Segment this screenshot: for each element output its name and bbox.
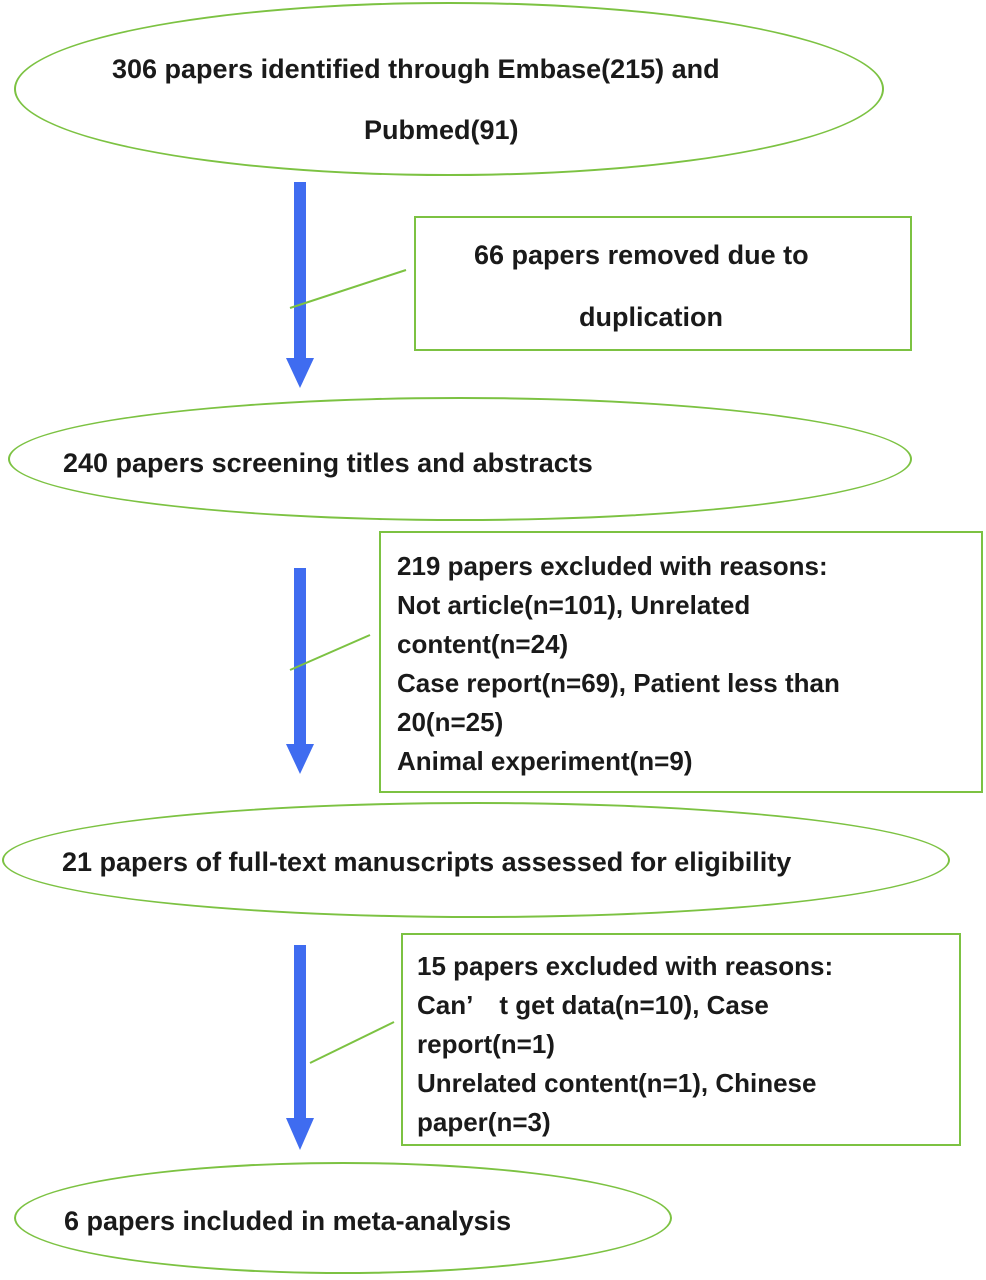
exclusion-2-line: paper(n=3) <box>417 1107 551 1137</box>
exclusion-2-line: report(n=1) <box>417 1029 555 1059</box>
exclusion-2-line: Can’ t get data(n=10), Case <box>417 990 769 1020</box>
connector-line-3 <box>309 1021 395 1064</box>
identified-papers-line1: 306 papers identified through Embase(215… <box>112 54 720 84</box>
identified-papers-node: 306 papers identified through Embase(215… <box>14 2 884 176</box>
exclusion-2-lines: 15 papers excluded with reasons: Can’ t … <box>417 947 833 1142</box>
included-text: 6 papers included in meta-analysis <box>64 1206 512 1236</box>
connector-line-2 <box>289 634 371 671</box>
exclusion-1-lines: 219 papers excluded with reasons: Not ar… <box>397 547 840 781</box>
screening-node: 240 papers screening titles and abstract… <box>8 397 912 521</box>
eligibility-text: 21 papers of full-text manuscripts asses… <box>62 847 792 877</box>
exclusion-1-line: Not article(n=101), Unrelated <box>397 590 751 620</box>
connector-line-1 <box>289 269 407 309</box>
exclusion-1-line: Animal experiment(n=9) <box>397 746 693 776</box>
exclusion-box-2: 15 papers excluded with reasons: Can’ t … <box>401 933 961 1146</box>
identified-papers-line2: Pubmed(91) <box>364 115 519 145</box>
arrow-3 <box>286 945 314 1150</box>
exclusion-box-1: 219 papers excluded with reasons: Not ar… <box>379 531 983 793</box>
arrow-2 <box>286 568 314 774</box>
duplicates-removed-line1: 66 papers removed due to <box>474 240 809 270</box>
duplicates-removed-box: 66 papers removed due to duplication <box>414 216 912 351</box>
exclusion-1-line: 219 papers excluded with reasons: <box>397 551 828 581</box>
exclusion-2-line: 15 papers excluded with reasons: <box>417 951 834 981</box>
eligibility-node: 21 papers of full-text manuscripts asses… <box>2 802 950 918</box>
duplicates-removed-line2: duplication <box>579 302 723 332</box>
exclusion-2-line: Unrelated content(n=1), Chinese <box>417 1068 817 1098</box>
screening-text: 240 papers screening titles and abstract… <box>63 448 593 478</box>
exclusion-1-line: Case report(n=69), Patient less than <box>397 668 840 698</box>
arrow-1 <box>286 182 314 388</box>
included-node: 6 papers included in meta-analysis <box>14 1162 672 1274</box>
exclusion-1-line: 20(n=25) <box>397 707 504 737</box>
exclusion-1-line: content(n=24) <box>397 629 569 659</box>
